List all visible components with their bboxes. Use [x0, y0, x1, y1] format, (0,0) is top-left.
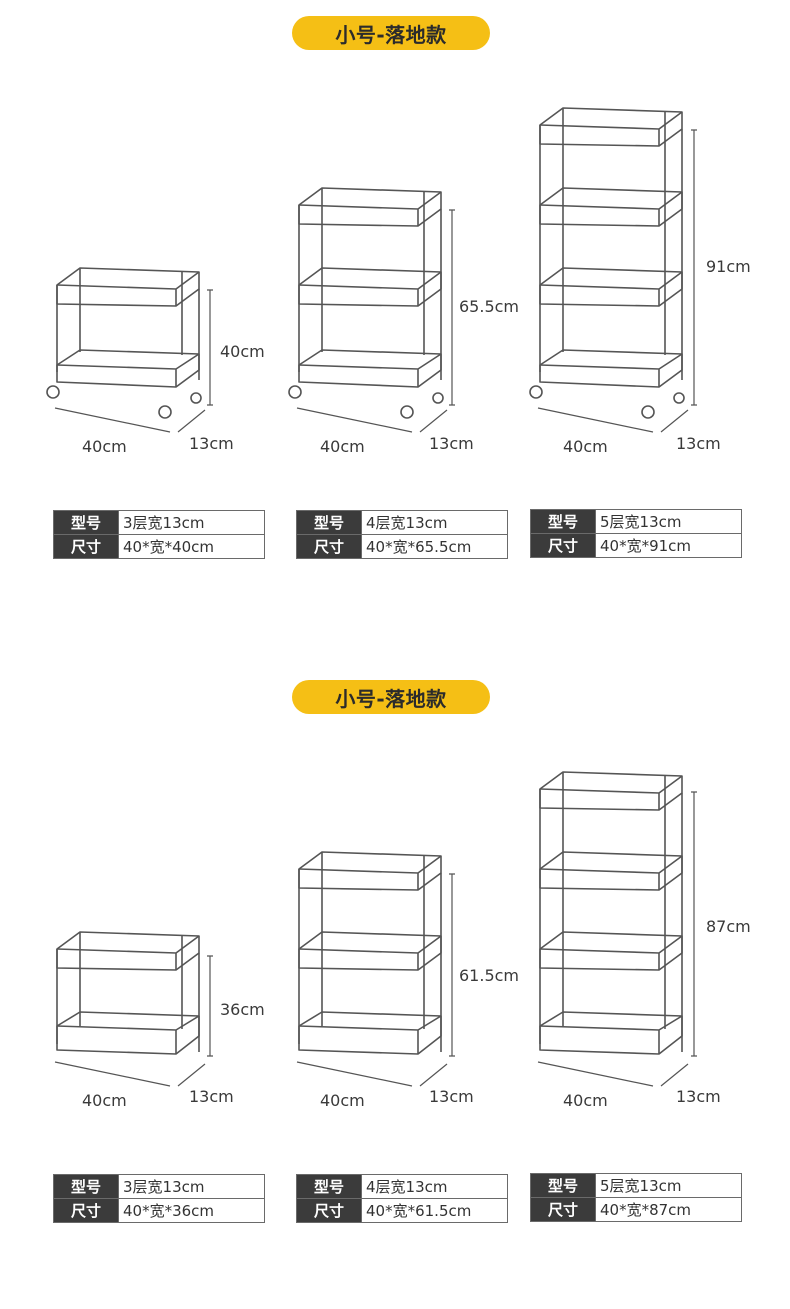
spec-value: 5层宽13cm: [595, 509, 742, 534]
spec-value: 3层宽13cm: [118, 1174, 265, 1199]
spec-key: 尺寸: [53, 534, 119, 559]
section-title-badge: 小号-落地款: [292, 680, 490, 714]
depth-label: 13cm: [676, 1087, 721, 1106]
dimension-lines: [54, 129, 697, 433]
spec-value: 40*宽*36cm: [118, 1198, 265, 1223]
dimension-lines: [54, 791, 697, 1087]
spec-value: 3层宽13cm: [118, 510, 265, 535]
shelf-cart-4-tier-icon: [288, 187, 444, 419]
spec-value: 40*宽*40cm: [118, 534, 265, 559]
spec-value: 40*宽*65.5cm: [361, 534, 508, 559]
depth-label: 13cm: [676, 434, 721, 453]
product-illustrations: [54, 771, 697, 1087]
shelf-cart-3-tier-icon: [46, 267, 202, 419]
width-label: 40cm: [563, 437, 608, 456]
spec-key: 型号: [53, 1174, 119, 1199]
section-title-badge: 小号-落地款: [292, 16, 490, 50]
spec-key: 尺寸: [53, 1198, 119, 1223]
spec-value: 40*宽*61.5cm: [361, 1198, 508, 1223]
spec-value: 40*宽*87cm: [595, 1197, 742, 1222]
height-label: 61.5cm: [459, 966, 520, 985]
shelf-cart-3-tier-icon: [56, 931, 200, 1055]
section-floor-model-wheels: 小号-落地款: [0, 0, 790, 640]
width-label: 40cm: [563, 1091, 608, 1110]
height-label: 91cm: [706, 257, 751, 276]
depth-label: 13cm: [429, 434, 474, 453]
depth-label: 13cm: [189, 434, 234, 453]
depth-label: 13cm: [189, 1087, 234, 1106]
product-illustrations: [46, 107, 697, 433]
spec-key: 型号: [53, 510, 119, 535]
spec-value: 5层宽13cm: [595, 1173, 742, 1198]
height-label: 40cm: [220, 342, 265, 361]
spec-key: 尺寸: [530, 1197, 596, 1222]
width-label: 40cm: [82, 1091, 127, 1110]
shelf-cart-4-tier-icon: [298, 851, 442, 1055]
spec-key: 型号: [296, 510, 362, 535]
width-label: 40cm: [320, 437, 365, 456]
spec-value: 40*宽*91cm: [595, 533, 742, 558]
height-label: 87cm: [706, 917, 751, 936]
spec-value: 4层宽13cm: [361, 510, 508, 535]
spec-key: 尺寸: [530, 533, 596, 558]
spec-key: 型号: [296, 1174, 362, 1199]
spec-value: 4层宽13cm: [361, 1174, 508, 1199]
shelf-cart-5-tier-icon: [529, 107, 685, 419]
spec-key: 尺寸: [296, 1198, 362, 1223]
width-label: 40cm: [82, 437, 127, 456]
spec-key: 型号: [530, 1173, 596, 1198]
width-label: 40cm: [320, 1091, 365, 1110]
section-floor-model-no-wheels: 小号-落地款: [0, 664, 790, 1304]
spec-key: 型号: [530, 509, 596, 534]
height-label: 65.5cm: [459, 297, 520, 316]
depth-label: 13cm: [429, 1087, 474, 1106]
shelf-cart-5-tier-icon: [539, 771, 683, 1055]
height-label: 36cm: [220, 1000, 265, 1019]
spec-key: 尺寸: [296, 534, 362, 559]
